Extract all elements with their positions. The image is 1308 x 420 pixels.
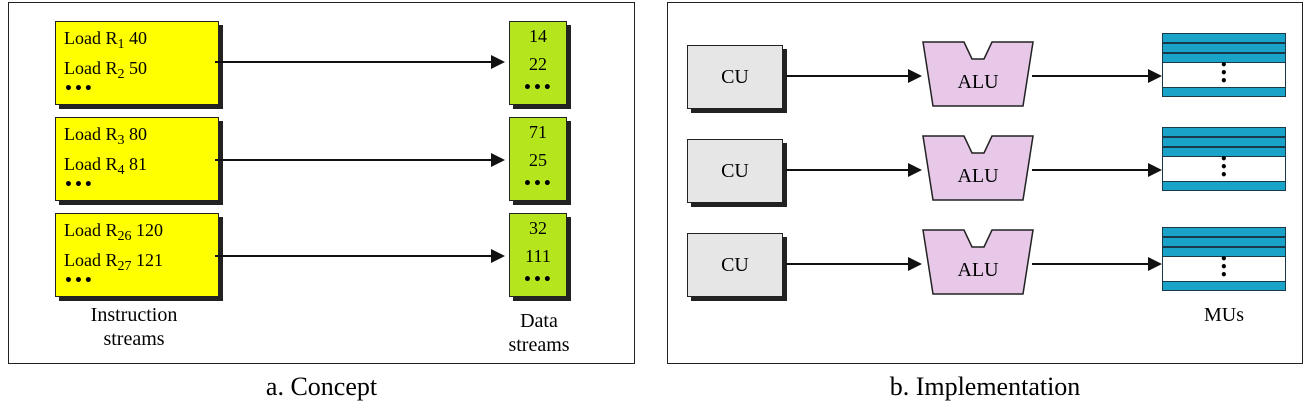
ellipsis-dots: •••: [523, 272, 553, 288]
alu-unit: ALU: [922, 135, 1034, 201]
data-streams-label: Data streams: [508, 310, 570, 356]
instruction-stream-box: Load R26 120 Load R27 121 •••: [55, 213, 219, 297]
control-arrow: [786, 163, 922, 177]
memory-stripe: [1162, 43, 1286, 53]
data-value: 22: [529, 54, 547, 74]
control-arrow: [786, 69, 922, 83]
memory-units-label: MUs: [1203, 304, 1244, 326]
data-arrow: [1032, 257, 1162, 271]
memory-stripe: [1162, 87, 1286, 97]
stream-arrow: [215, 55, 505, 69]
implementation-caption: b. Implementation: [889, 372, 1081, 401]
instruction-line: Load R3 80: [64, 124, 147, 148]
implementation-panel: CU ALU ••• CU ALU ••• CU: [667, 2, 1303, 364]
control-unit-box: CU: [687, 45, 783, 109]
data-stream-box: 14 22 •••: [509, 21, 567, 105]
memory-stripe: [1162, 33, 1286, 43]
concept-caption: a. Concept: [265, 372, 378, 401]
alu-label: ALU: [957, 71, 999, 93]
instruction-line: Load R4 81: [64, 154, 147, 178]
data-value: 32: [529, 218, 547, 238]
ellipsis-dots: •••: [64, 81, 94, 97]
memory-stripe: [1162, 147, 1286, 157]
alu-unit: ALU: [922, 41, 1034, 107]
control-unit-box: CU: [687, 233, 783, 297]
instruction-stream-box: Load R1 40 Load R2 50 •••: [55, 21, 219, 105]
data-value: 14: [529, 26, 547, 46]
memory-stripe: [1162, 227, 1286, 237]
memory-stripe: [1162, 127, 1286, 137]
alu-label: ALU: [957, 165, 999, 187]
ellipsis-dots: •••: [523, 176, 553, 192]
data-value: 111: [525, 246, 551, 266]
data-stream-box: 71 25 •••: [509, 117, 567, 201]
vertical-ellipsis-icon: •••: [1220, 152, 1228, 182]
memory-stripe: [1162, 137, 1286, 147]
data-arrow: [1032, 163, 1162, 177]
stream-arrow: [215, 153, 505, 167]
concept-panel: Load R1 40 Load R2 50 ••• Load R3 80 Loa…: [8, 2, 635, 364]
instruction-line: Load R1 40: [64, 28, 147, 52]
alu-label: ALU: [957, 259, 999, 281]
stream-arrow: [215, 249, 505, 263]
memory-body: [1162, 157, 1286, 181]
alu-unit: ALU: [922, 229, 1034, 295]
memory-stripe: [1162, 181, 1286, 191]
alu-shape-icon: [922, 41, 1034, 107]
memory-stripe: [1162, 281, 1286, 291]
ellipsis-dots: •••: [64, 177, 94, 193]
memory-unit: •••: [1162, 227, 1286, 291]
vertical-ellipsis-icon: •••: [1220, 252, 1228, 282]
instruction-line: Load R26 120: [64, 220, 163, 244]
vertical-ellipsis-icon: •••: [1220, 58, 1228, 88]
memory-body: [1162, 63, 1286, 87]
memory-unit: •••: [1162, 127, 1286, 191]
memory-body: [1162, 257, 1286, 281]
data-arrow: [1032, 69, 1162, 83]
data-value: 25: [529, 150, 547, 170]
instruction-stream-box: Load R3 80 Load R4 81 •••: [55, 117, 219, 201]
instruction-streams-label: Instruction streams: [90, 304, 178, 350]
data-stream-box: 32 111 •••: [509, 213, 567, 297]
ellipsis-dots: •••: [64, 273, 94, 289]
memory-stripe: [1162, 237, 1286, 247]
control-arrow: [786, 257, 922, 271]
alu-shape-icon: [922, 135, 1034, 201]
data-value: 71: [529, 122, 547, 142]
alu-shape-icon: [922, 229, 1034, 295]
control-unit-box: CU: [687, 139, 783, 203]
instruction-line: Load R2 50: [64, 58, 147, 82]
ellipsis-dots: •••: [523, 80, 553, 96]
instruction-line: Load R27 121: [64, 250, 163, 274]
memory-stripe: [1162, 247, 1286, 257]
memory-unit: •••: [1162, 33, 1286, 97]
memory-stripe: [1162, 53, 1286, 63]
